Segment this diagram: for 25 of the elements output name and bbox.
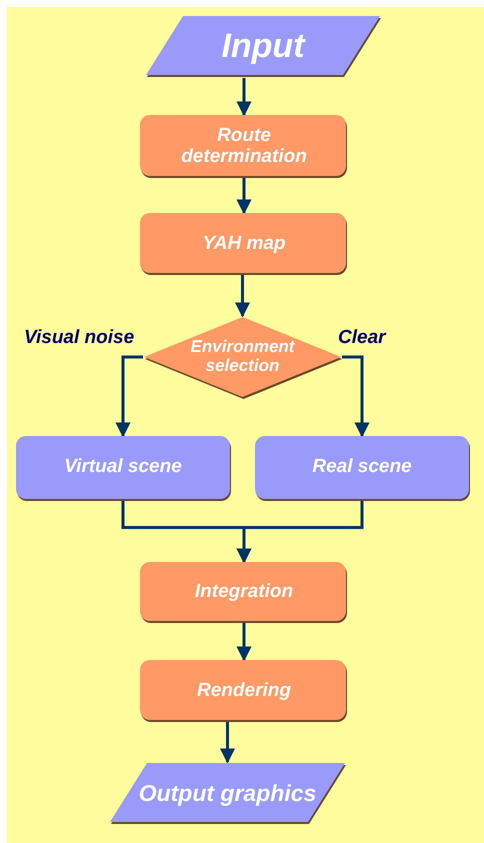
- arrow: [235, 275, 250, 318]
- node-label: Rendering: [196, 680, 292, 702]
- io-parallelogram: [107, 762, 348, 825]
- node-label: Route determination: [180, 126, 308, 168]
- arrow: [236, 178, 252, 214]
- node-label: Output graphics: [138, 780, 318, 806]
- process-box: [140, 562, 348, 623]
- node-label: YAH map: [201, 234, 287, 254]
- node-label: Integration: [194, 582, 294, 603]
- scene-box: [255, 436, 469, 499]
- node-label: Virtual scene: [63, 457, 183, 478]
- node-label: Input: [220, 28, 307, 66]
- arrow: [220, 722, 235, 764]
- node-label: Environment selection: [190, 338, 296, 376]
- scene-box: [16, 436, 230, 499]
- arrow: [236, 499, 364, 564]
- node-label: Real scene: [311, 457, 413, 478]
- arrow: [116, 356, 143, 438]
- process-box: [140, 115, 348, 178]
- io-parallelogram: [143, 15, 383, 78]
- process-box: [140, 660, 348, 722]
- arrow: [236, 623, 252, 662]
- arrow: [342, 356, 370, 438]
- arrow: [236, 78, 252, 116]
- process-box: [140, 213, 348, 275]
